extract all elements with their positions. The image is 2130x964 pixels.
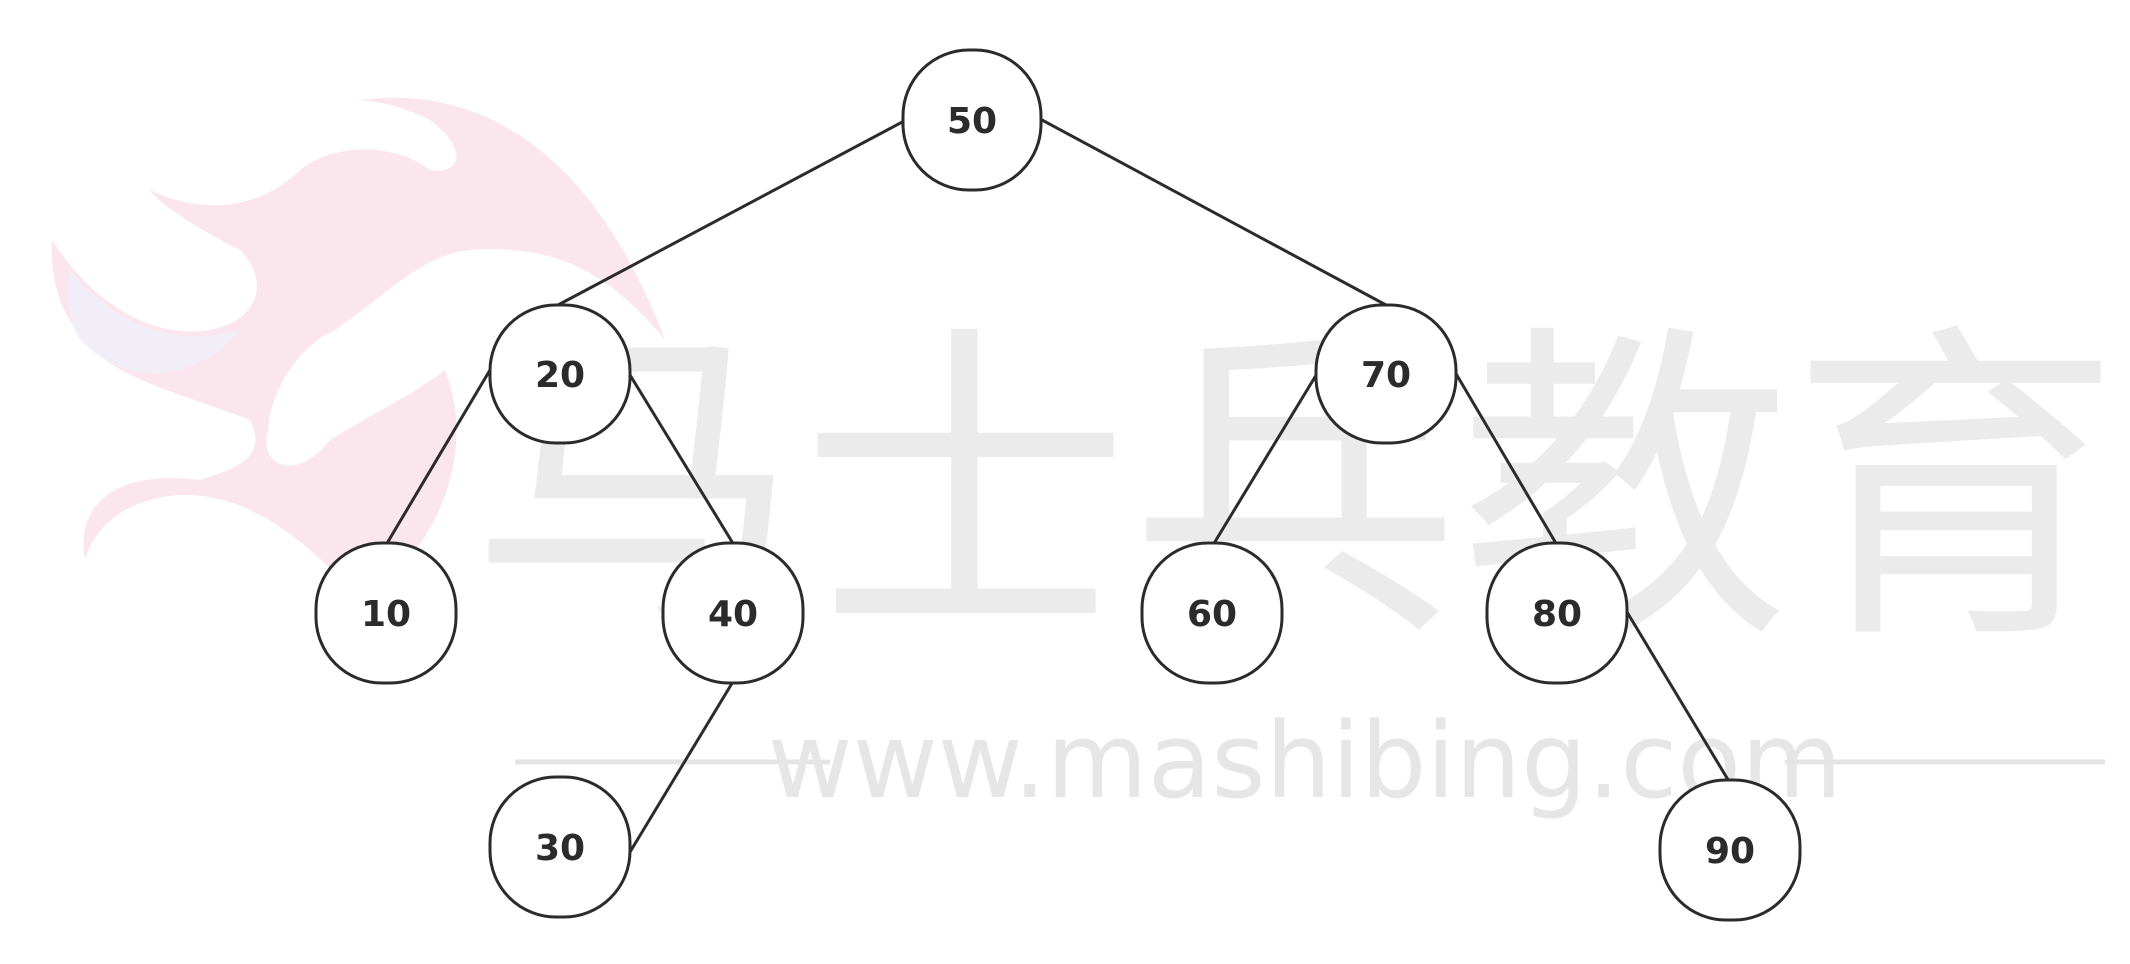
edge-20-10 — [384, 369, 492, 546]
node-label: 90 — [1705, 831, 1755, 872]
tree-node: 70 — [1314, 303, 1458, 445]
edge-20-40 — [628, 374, 736, 546]
tree-node: 80 — [1485, 541, 1629, 685]
edge-50-20 — [557, 118, 907, 307]
watermark-logo — [51, 97, 665, 601]
tree-node: 10 — [314, 541, 458, 685]
node-label: 30 — [535, 828, 585, 869]
edge-70-60 — [1211, 371, 1320, 546]
node-label: 60 — [1187, 594, 1237, 635]
tree-node: 20 — [488, 303, 632, 445]
tree-nodes: 50 20 70 10 40 60 80 30 — [314, 48, 1802, 922]
tree-node: 40 — [661, 541, 805, 685]
node-label: 50 — [947, 101, 997, 142]
watermark-flame-inner — [68, 270, 240, 373]
node-label: 20 — [535, 355, 585, 396]
tree-node: 30 — [488, 775, 632, 919]
edge-50-70 — [1041, 118, 1387, 307]
edge-40-30 — [628, 679, 736, 853]
node-label: 70 — [1361, 355, 1411, 396]
watermark-flame-shape — [51, 97, 665, 601]
node-label: 40 — [708, 594, 758, 635]
node-label: 10 — [361, 594, 411, 635]
tree-edges — [384, 118, 1732, 853]
edge-80-90 — [1625, 611, 1732, 784]
watermark-url-text: www.mashibing.com — [768, 700, 1843, 822]
tree-node: 90 — [1658, 778, 1802, 922]
watermark-url-line: www.mashibing.com — [515, 700, 2105, 822]
tree-node: 50 — [901, 48, 1043, 192]
edge-70-80 — [1453, 371, 1559, 546]
tree-node: 60 — [1140, 541, 1284, 685]
node-label: 80 — [1532, 594, 1582, 635]
